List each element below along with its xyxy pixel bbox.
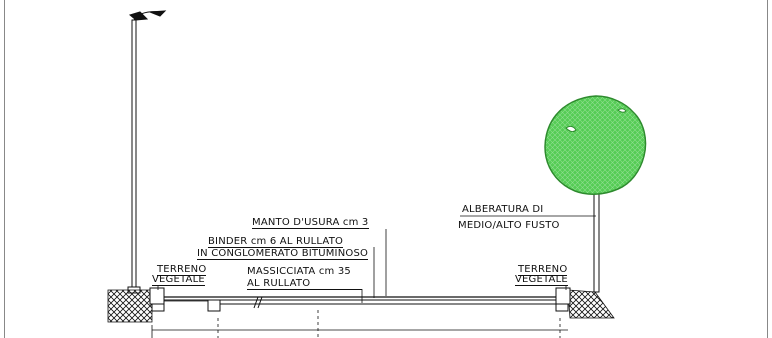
right-frame-line [767,0,768,338]
dimension-line [151,310,568,338]
curb-blocks [149,287,571,312]
tree [544,95,647,293]
manto-usura-label: MANTO D'USURA cm 3 [252,217,369,229]
left-frame-line [4,0,5,338]
left-ground-bank [107,289,153,323]
terreno-right-label-1: TERRENO [518,264,568,276]
break-mark [253,296,263,309]
massicciata-label-1: MASSICCIATA cm 35 [247,266,351,277]
terreno-left-label-2: VEGETALE [152,274,205,286]
massicciata-label-2: AL RULLATO [247,278,362,290]
right-ground-bank [567,289,615,319]
binder-label-2: IN CONGLOMERATO BITUMINOSO [197,248,369,260]
alberatura-label-1: ALBERATURA DI [462,204,544,215]
leader-lines [157,215,596,303]
street-lamp [127,10,167,294]
alberatura-label-2: MEDIO/ALTO FUSTO [458,220,560,231]
road-layers [164,296,556,305]
terreno-left-label-1: TERRENO [157,264,207,276]
terreno-right-label-2: VEGETALE [515,274,568,286]
binder-label-1: BINDER cm 6 AL RULLATO [208,236,344,248]
